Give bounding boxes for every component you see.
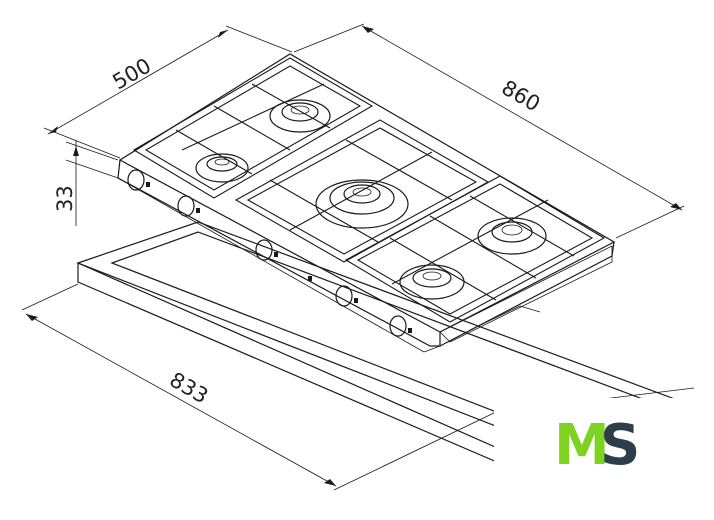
knob-3 <box>255 239 278 261</box>
dimension-width: 860 <box>293 23 685 239</box>
burner-front-right <box>399 264 465 300</box>
dimension-width-label: 860 <box>498 76 545 117</box>
burner-center-wok <box>315 179 409 229</box>
knob-4 <box>335 285 358 307</box>
cooktop-body <box>117 53 616 353</box>
burner-rear-right <box>477 217 547 255</box>
dimension-depth: 500 <box>43 25 293 159</box>
brand-logo: M S <box>494 398 690 488</box>
burner-front-left <box>195 153 249 183</box>
ignition-mark <box>308 276 312 281</box>
grate-right <box>344 175 606 323</box>
grate-center <box>234 119 490 263</box>
logo-letter-s: S <box>600 413 640 478</box>
control-knobs <box>127 169 412 337</box>
dimension-height-label: 33 <box>53 185 77 212</box>
grate-left <box>132 57 374 199</box>
knob-2 <box>177 195 200 217</box>
knob-1 <box>127 169 150 191</box>
dimension-cutout-label: 833 <box>166 368 213 409</box>
burner-rear-left <box>269 99 331 133</box>
logo-letter-m: M <box>554 413 610 478</box>
knob-5 <box>389 315 412 337</box>
dimension-depth-label: 500 <box>109 53 156 94</box>
dimension-height: 33 <box>53 140 119 226</box>
